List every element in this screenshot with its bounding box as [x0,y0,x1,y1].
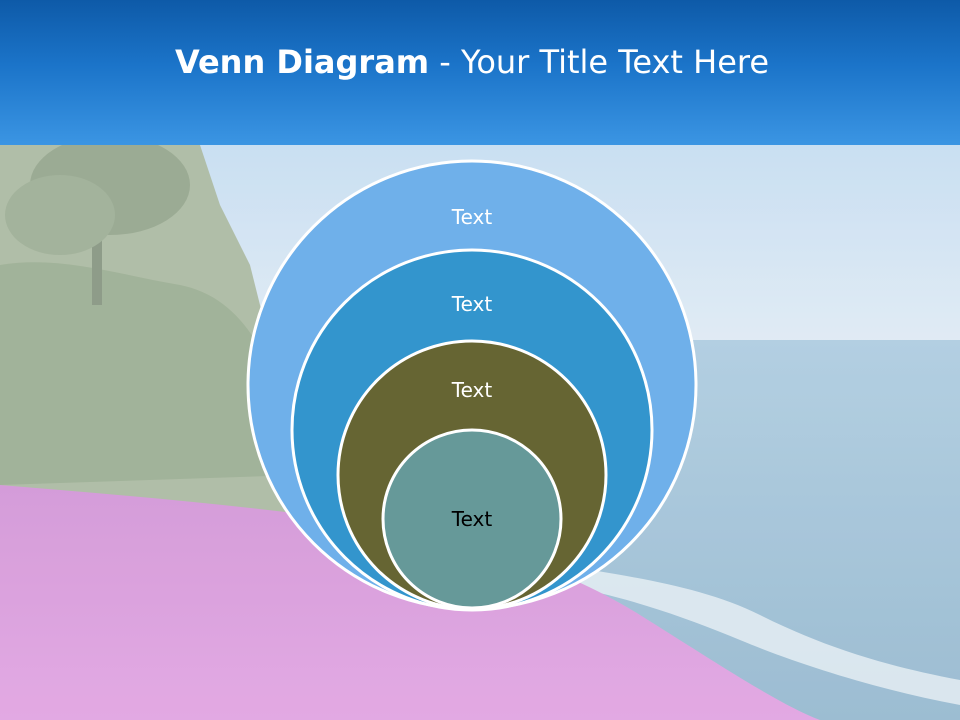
title-rest-part: - Your Title Text Here [429,43,770,81]
slide-title: Venn Diagram - Your Title Text Here [0,40,944,84]
venn-circle-inner [381,428,563,610]
venn-label-inner: Text [451,507,493,531]
venn-label-second: Text [451,292,493,316]
title-bold-part: Venn Diagram [174,43,430,81]
venn-label-third: Text [451,378,493,402]
venn-label-outer: Text [451,205,493,229]
title-bar: Venn Diagram - Your Title Text Here [0,0,960,145]
